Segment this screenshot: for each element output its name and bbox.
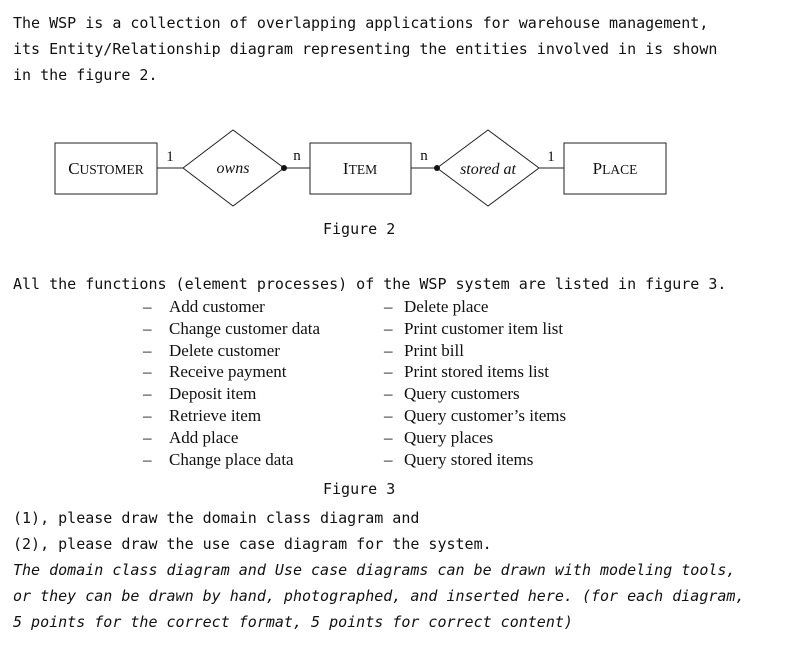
cardinality-customer-owns: 1 [166, 149, 174, 165]
cardinality-stored-place: 1 [547, 149, 555, 165]
entity-item-label: ITEM [343, 159, 377, 178]
list-item: –Add customer [143, 297, 265, 316]
instructions-note: The domain class diagram and Use case di… [13, 557, 745, 635]
list-item: –Add place [143, 427, 239, 447]
entity-customer-box [54, 142, 158, 195]
relationship-owns-label: owns [217, 160, 250, 177]
intro-paragraph: The WSP is a collection of overlapping a… [13, 10, 783, 88]
list-item: –Query customers [384, 384, 520, 404]
participation-dot [281, 165, 287, 171]
intro-line: in the figure 2. [13, 66, 158, 84]
list-item: –Print stored items list [384, 362, 549, 382]
functions-column-1: –Add customer –Change customer data –Del… [143, 296, 321, 470]
question-line: (2), please draw the use case diagram fo… [13, 535, 492, 553]
relationship-stored-at-label: stored at [460, 161, 516, 178]
functions-intro: All the functions (element processes) of… [13, 275, 727, 293]
question-line: (1), please draw the domain class diagra… [13, 509, 420, 527]
note-line: The domain class diagram and Use case di… [13, 561, 736, 579]
figure-3-caption: Figure 3 [323, 480, 396, 498]
functions-column-2: –Delete place –Print customer item list … [384, 296, 567, 470]
list-item: –Print bill [384, 340, 464, 360]
list-item: –Change customer data [143, 318, 321, 338]
list-item: –Receive payment [143, 362, 287, 382]
list-item: –Delete place [384, 297, 489, 316]
relationship-stored-at-diamond [436, 129, 540, 207]
entity-item-box [309, 142, 412, 195]
entity-customer-label: CUSTOMER [68, 159, 144, 178]
entity-place-label: PLACE [593, 159, 638, 178]
figure-2-caption: Figure 2 [323, 220, 396, 238]
list-item: –Delete customer [143, 340, 280, 360]
cardinality-item-stored: n [420, 148, 428, 164]
list-item: –Retrieve item [143, 405, 262, 425]
list-item: –Change place data [143, 449, 294, 469]
list-item: –Deposit item [143, 384, 257, 404]
intro-line: The WSP is a collection of overlapping a… [13, 14, 709, 32]
note-line: 5 points for the correct format, 5 point… [13, 613, 573, 631]
questions: (1), please draw the domain class diagra… [13, 505, 492, 557]
list-item: –Query places [384, 427, 494, 447]
participation-dot [434, 165, 440, 171]
list-item: –Query customer’s items [384, 405, 567, 425]
entity-place-box [563, 142, 667, 195]
note-line: or they can be drawn by hand, photograph… [13, 587, 745, 605]
list-item: –Print customer item list [384, 318, 564, 338]
list-item: –Query stored items [384, 449, 534, 469]
cardinality-owns-item: n [293, 148, 301, 164]
er-diagram: CUSTOMER owns ITEM stored at PLACE 1 n n… [54, 129, 667, 207]
intro-line: its Entity/Relationship diagram represen… [13, 40, 718, 58]
